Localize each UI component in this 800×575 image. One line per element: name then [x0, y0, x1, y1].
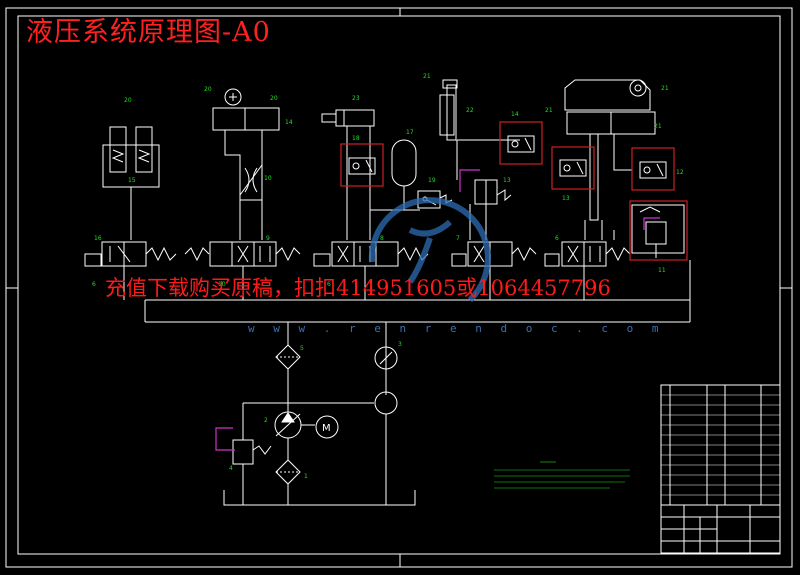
page-title: 液压系统原理图-A0 [26, 17, 271, 48]
pressure-gauge-icon [374, 346, 398, 370]
svg-text:15: 15 [128, 177, 136, 184]
svg-text:21: 21 [654, 123, 662, 130]
svg-text:23: 23 [352, 95, 360, 102]
filter-icon [275, 344, 301, 370]
svg-text:2: 2 [264, 417, 268, 424]
svg-text:18: 18 [352, 135, 360, 142]
watermark-ad-text: 充值下载购买原稿，扣扣414951605或1064457796 [105, 276, 611, 300]
pump-icon [274, 411, 302, 439]
motor-icon: M [315, 415, 339, 439]
svg-text:13: 13 [562, 195, 570, 202]
clamp-unit-21 [564, 79, 685, 258]
tech-notes [494, 461, 630, 489]
filter-icon [275, 459, 301, 485]
svg-text:13: 13 [503, 177, 511, 184]
svg-text:6: 6 [555, 235, 559, 242]
svg-text:17: 17 [406, 129, 414, 136]
check-valve-icon [348, 135, 667, 179]
svg-text:21: 21 [661, 85, 669, 92]
svg-text:M: M [322, 423, 331, 434]
svg-text:7: 7 [456, 235, 460, 242]
svg-text:10: 10 [264, 175, 272, 182]
directional-valve-16 [84, 241, 177, 267]
svg-text:10: 10 [218, 281, 226, 288]
accumulator-icon [370, 139, 420, 211]
manifold-lines [123, 260, 691, 395]
directional-valve-6 [544, 241, 631, 267]
clamp-unit-15 [102, 126, 160, 240]
title-block [660, 384, 781, 554]
svg-text:19: 19 [428, 177, 436, 184]
cylinder-22 [439, 79, 520, 240]
svg-text:14: 14 [511, 111, 519, 118]
inner-frame [17, 15, 781, 555]
pressure-gauge-icon [224, 88, 242, 106]
svg-text:8: 8 [380, 235, 384, 242]
svg-text:22: 22 [466, 107, 474, 114]
svg-text:4: 4 [229, 465, 233, 472]
svg-text:20: 20 [124, 97, 132, 104]
watermark-logo [368, 197, 491, 303]
svg-text:16: 16 [94, 235, 102, 242]
pump-station: M [223, 344, 416, 506]
directional-valve-9 [184, 241, 301, 267]
svg-text:6: 6 [92, 281, 96, 288]
cylinder-14 [212, 88, 280, 240]
svg-text:1: 1 [304, 473, 308, 480]
throttle-icon [239, 164, 263, 196]
svg-text:20: 20 [270, 95, 278, 102]
svg-text:20: 20 [204, 86, 212, 93]
directional-valve-7 [451, 241, 537, 267]
svg-text:5: 5 [300, 345, 304, 352]
svg-text:12: 12 [676, 169, 684, 176]
svg-text:21: 21 [545, 107, 553, 114]
svg-text:14: 14 [285, 119, 293, 126]
svg-text:9: 9 [266, 235, 270, 242]
svg-text:6: 6 [327, 281, 331, 288]
magenta-components [215, 169, 660, 451]
watermark-url-text: w w w . r e n r e n d o c . c o m [248, 322, 665, 335]
svg-text:3: 3 [398, 341, 402, 348]
highlight-boxes [340, 121, 688, 261]
svg-text:21: 21 [423, 73, 431, 80]
svg-text:11: 11 [658, 267, 666, 274]
